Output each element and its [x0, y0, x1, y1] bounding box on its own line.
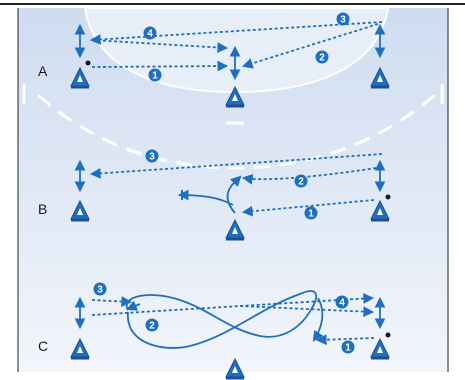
path-a-4: [91, 39, 229, 53]
ball-c: [385, 332, 391, 338]
step-badge-c-4: [335, 295, 349, 309]
drill-paths: 1 2 3 4 1 2 3 1 2 3 4: [70, 12, 391, 380]
marker-c-left-center: [77, 346, 83, 353]
path-c-1: [315, 334, 375, 346]
marker-a-center-center: [232, 94, 238, 101]
step-badge-a-3-number: 3: [340, 15, 346, 26]
step-badge-a-2: [315, 50, 329, 64]
step-badge-c-4-number: 4: [339, 298, 345, 309]
free-throw-arc: [37, 93, 436, 170]
step-badge-c-1-number: 1: [345, 343, 351, 354]
marker-c-right-center: [377, 346, 383, 353]
path-a-3: [89, 21, 383, 45]
step-badge-a-1: [148, 68, 162, 82]
step-badge-a-1-number: 1: [152, 71, 158, 82]
marker-c-center-center: [232, 366, 238, 373]
step-badge-b-2-number: 2: [298, 177, 304, 188]
step-badge-c-1: [341, 340, 355, 354]
step-badge-b-2: [294, 174, 308, 188]
path-c-2: [91, 293, 375, 316]
path-c-3: [91, 296, 133, 307]
row-label-c: C: [38, 338, 49, 354]
step-badge-c-2-number: 2: [149, 321, 155, 332]
marker-b-left-center: [77, 208, 83, 215]
ball-a: [85, 60, 91, 66]
cut-c-left-end: [126, 300, 141, 311]
path-c-4: [239, 305, 375, 318]
cut-c-loop: [125, 290, 318, 349]
step-badge-a-4: [143, 26, 157, 40]
step-badge-a-4-number: 4: [147, 29, 153, 40]
path-a-2: [241, 23, 379, 69]
step-badge-c-2: [145, 318, 159, 332]
cut-c-right: [312, 297, 324, 342]
step-badge-b-3: [145, 149, 159, 163]
marker-b-right-center: [377, 208, 383, 215]
path-b-3: [89, 153, 383, 179]
step-badge-b-1-number: 1: [308, 209, 314, 220]
step-badge-b-3-number: 3: [149, 152, 155, 163]
step-badge-c-3: [93, 282, 107, 296]
cut-b-up: [226, 175, 242, 214]
ball-b: [385, 194, 391, 200]
marker-a-right-center: [377, 75, 383, 82]
row-label-b: B: [38, 201, 48, 217]
marker-a-left-center: [77, 75, 83, 82]
step-badge-c-3-number: 3: [97, 285, 103, 296]
step-badge-a-3: [336, 12, 350, 26]
marker-b-center-center: [232, 227, 238, 234]
cut-b-left: [177, 189, 234, 206]
step-badge-a-2-number: 2: [319, 53, 325, 64]
path-a-1: [91, 60, 229, 72]
row-label-a: A: [38, 63, 48, 79]
step-badge-b-1: [304, 206, 318, 220]
